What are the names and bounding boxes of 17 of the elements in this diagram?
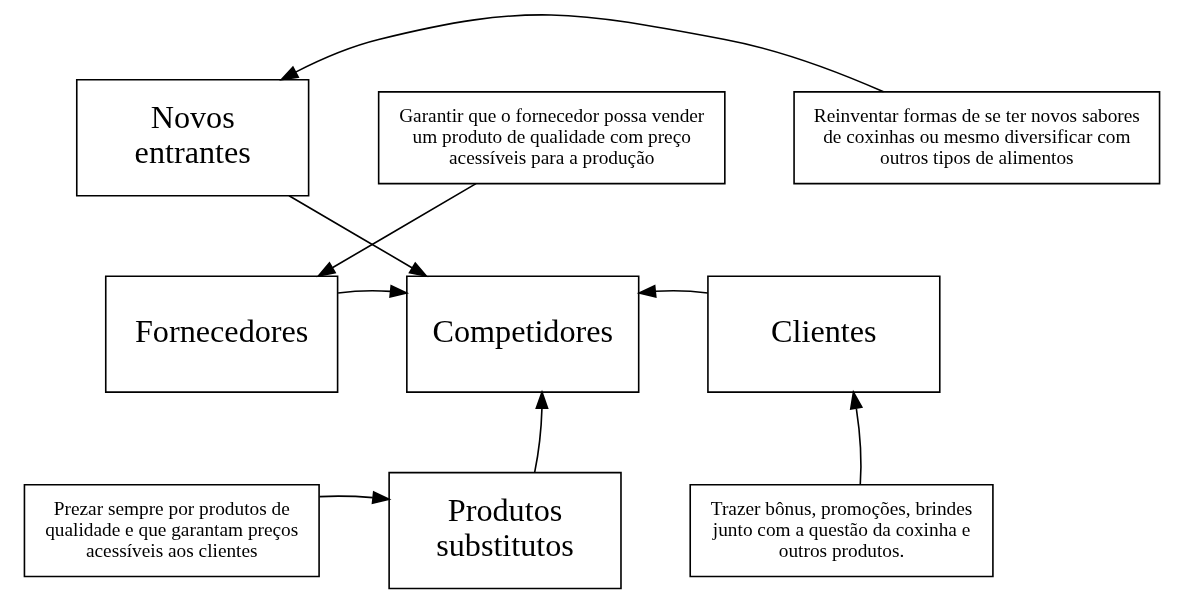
node-box: Reinventar formas de se ter novos sabores de coxinhas ou mesmo diversificar com outros tipos de alimentos [793, 91, 1161, 185]
arrow [316, 182, 477, 278]
node-box: Fornecedores [104, 275, 339, 393]
node-box: Garantir que o fornecedor possa vender um produto de qualidade com preço acessíveis para a produção [377, 91, 726, 185]
node-box: Prezar sempre por produtos de qualidade e que garantam preços acessíveis aos clientes [23, 483, 320, 578]
arrow [337, 284, 410, 298]
node-box: Trazer bônus, promoções, brindes junto com a questão da coxinha e outros produtos. [689, 483, 994, 578]
node-box: Competidores [406, 275, 640, 393]
node-box: Produtos substitutos [388, 471, 622, 590]
node-box: Clientes [707, 275, 941, 393]
arrow [288, 194, 429, 278]
arrow [636, 284, 709, 298]
arrow [279, 14, 885, 93]
arrow [318, 490, 392, 505]
node-box: Novos entrantes [75, 78, 310, 197]
arrow [849, 389, 864, 486]
arrow [533, 389, 549, 473]
